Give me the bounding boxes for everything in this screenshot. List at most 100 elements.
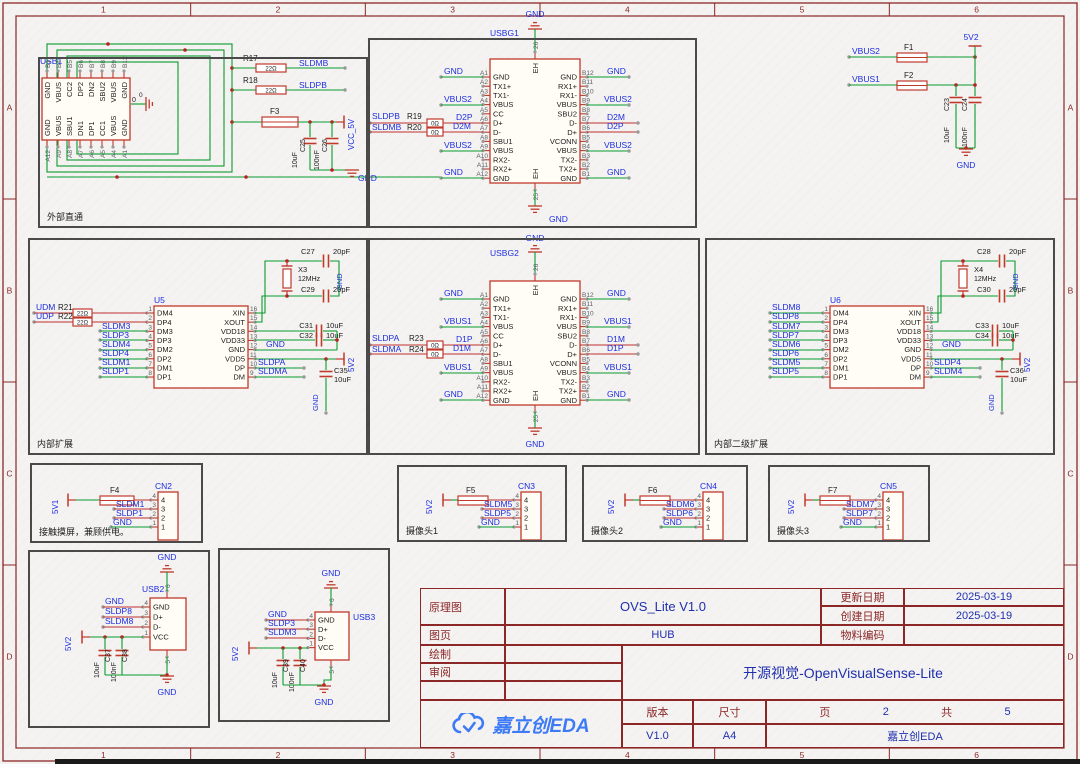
component-label[interactable]: R22 [58,312,73,321]
pin-name[interactable]: GND [153,603,170,612]
pin-number[interactable]: B5 [582,134,590,141]
net-label[interactable]: D2M [607,112,625,122]
pin-name[interactable]: DM4 [833,309,849,318]
pin-number[interactable]: 6 [148,352,152,359]
pin-number[interactable]: B8 [582,107,590,114]
pin-number[interactable]: B8 [100,60,107,68]
pin-name[interactable]: RX2+ [493,165,513,174]
pin-name[interactable]: DP2 [157,354,172,363]
pin-number[interactable]: A6 [89,150,96,158]
pin-number[interactable]: 12 [926,343,934,350]
net-label[interactable]: 5V1 [51,499,60,514]
pin-number[interactable]: 6 [329,598,336,602]
pin-number[interactable]: B11 [582,301,593,308]
wire[interactable] [255,295,322,323]
net-label[interactable]: SLDP7 [846,508,873,518]
net-label[interactable]: GND [113,517,132,527]
pin-number[interactable]: 2 [309,631,313,638]
component-label[interactable]: 10uF [1010,375,1028,384]
pin-number[interactable]: B12 [582,292,594,299]
pin-name[interactable]: DP1 [87,121,96,136]
pin-name[interactable]: VBUS [54,82,63,102]
wire[interactable] [931,260,998,314]
pin-number[interactable]: 10 [250,361,258,368]
pin-number[interactable]: A10 [476,375,488,382]
pin-number[interactable]: 9 [926,370,930,377]
pin-name[interactable]: TX1+ [493,304,512,313]
net-label[interactable]: VBUS2 [852,46,880,56]
pin-number[interactable]: 3 [515,502,519,509]
net-label[interactable]: CN3 [518,481,535,491]
pin-number[interactable]: 2 [148,315,152,322]
pin-name[interactable]: GND [120,119,129,136]
pin-number[interactable]: 4 [309,613,313,620]
pin-name[interactable]: CC [493,331,504,340]
net-label[interactable]: GND [266,339,285,349]
pin-number[interactable]: 2 [515,511,519,518]
ic-symbol[interactable] [489,280,581,406]
pin-number[interactable]: 4 [144,600,148,607]
component-label[interactable]: C34 [975,331,989,340]
component-label[interactable]: 10uF [1002,331,1020,340]
component-label[interactable]: X3 [298,265,307,274]
pin-name[interactable]: GND [120,81,129,98]
net-label[interactable]: GND [607,288,626,298]
pin-number[interactable]: B6 [582,347,590,354]
pin-name[interactable]: GND [493,295,510,304]
ic-symbol[interactable] [149,597,187,651]
pin-name[interactable]: VCC [153,633,169,642]
pin-name[interactable]: 2 [886,514,890,523]
pin-number[interactable]: A4 [480,320,488,327]
pin-name[interactable]: RX2+ [493,387,513,396]
pin-name[interactable]: EH [531,63,540,73]
component-label[interactable]: 10uF [1002,321,1020,330]
pin-name[interactable]: TX1- [493,91,510,100]
pin-name[interactable]: GND [228,345,245,354]
pin-name[interactable]: TX1- [493,313,510,322]
pin-number[interactable]: 3 [877,502,881,509]
net-label[interactable]: U5 [154,295,165,305]
net-label[interactable]: CN2 [155,481,172,491]
pin-name[interactable]: 3 [886,505,890,514]
pin-name[interactable]: TX2+ [559,387,578,396]
pin-number[interactable]: A5 [100,150,107,158]
component-label[interactable]: C37 [105,649,112,662]
component-label[interactable]: C32 [299,331,313,340]
pin-number[interactable]: 16 [250,306,258,313]
component-label[interactable]: C40 [300,659,307,672]
wire[interactable] [323,667,332,685]
net-label[interactable]: 5V2 [425,499,434,514]
pin-number[interactable]: A9 [56,150,63,158]
pin-number[interactable]: 7 [148,361,152,368]
net-label[interactable]: USB2 [142,584,164,594]
wire[interactable] [1006,260,1016,297]
component-label[interactable]: C30 [977,285,991,294]
pin-number[interactable]: A1 [480,292,488,299]
pin-name[interactable]: RX1- [560,91,578,100]
net-label[interactable]: U6 [830,295,841,305]
net-label[interactable]: SLDM1 [102,357,131,367]
component-label[interactable]: 100nF [314,150,321,170]
component-label[interactable]: 10uF [94,662,101,678]
net-label[interactable]: D1M [453,343,471,353]
net-label[interactable]: GND [607,167,626,177]
crystal[interactable] [958,268,968,289]
component-label[interactable]: R23 [409,334,424,343]
pin-number[interactable]: 4 [152,493,156,500]
pin-number[interactable]: 4 [148,333,152,340]
component-label[interactable]: F3 [270,107,280,116]
pin-number[interactable]: A8 [67,150,74,158]
pin-number[interactable]: B8 [582,329,590,336]
net-label[interactable]: SLDP3 [268,618,295,628]
pin-name[interactable]: DN2 [87,82,96,97]
net-label[interactable]: D2P [456,112,473,122]
pin-name[interactable]: XOUT [900,318,921,327]
wire[interactable] [931,295,998,323]
pin-name[interactable]: VBUS [557,368,577,377]
pin-name[interactable]: VBUS [493,368,513,377]
net-label[interactable]: VBUS1 [604,316,632,326]
net-label[interactable]: D2M [453,121,471,131]
pin-name[interactable]: 1 [161,523,165,532]
pin-number[interactable]: B1 [582,393,590,400]
pin-number[interactable]: 1 [148,306,152,313]
